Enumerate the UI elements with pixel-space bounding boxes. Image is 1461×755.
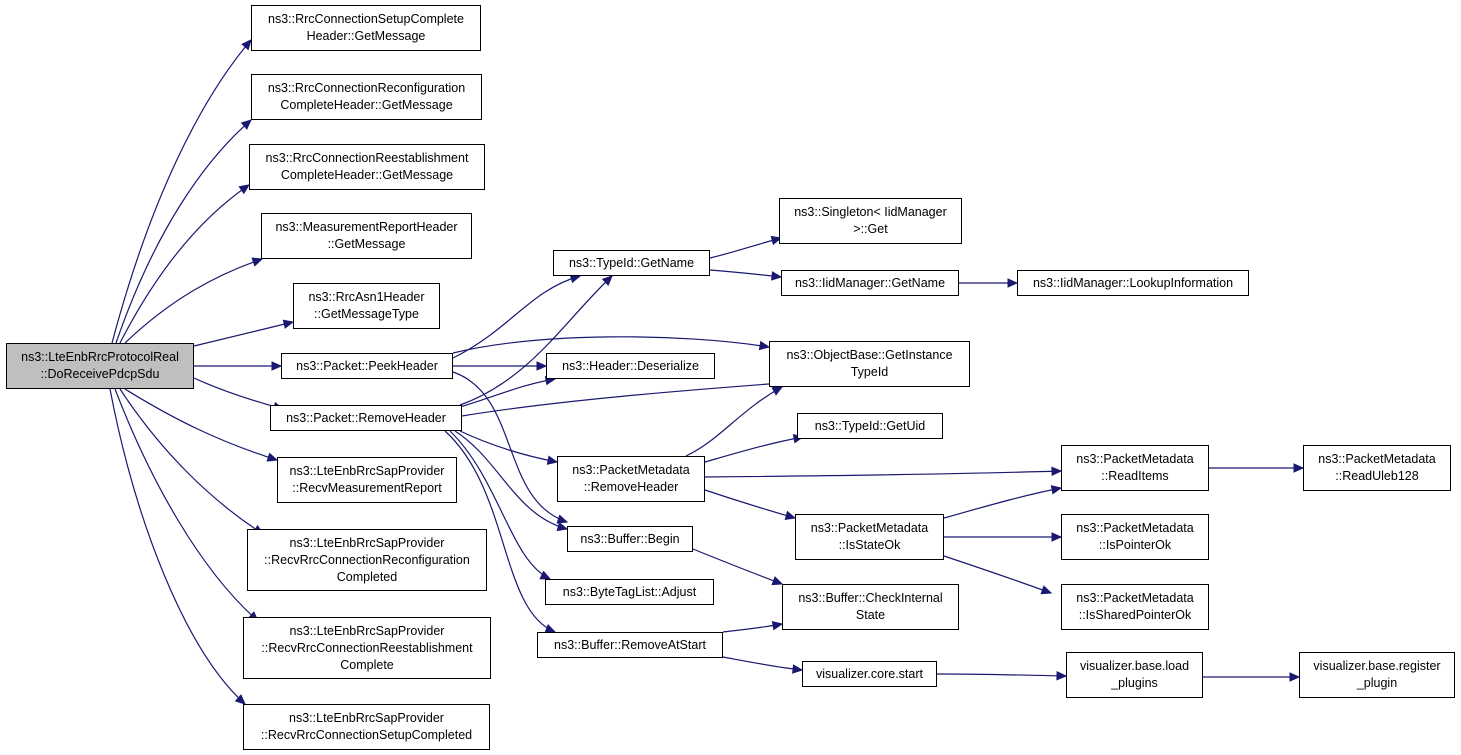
node-sap-recvreestcomplete[interactable]: ns3::LteEnbRrcSapProvider ::RecvRrcConne… bbox=[243, 617, 491, 679]
edge-buffer-begin-to-checkinternal bbox=[692, 548, 783, 585]
arrowhead-root-to-sap-setup bbox=[234, 694, 246, 705]
arrowhead-removeheader-to-typeid-getname bbox=[601, 275, 613, 286]
arrowhead-removeheader-to-buffer-begin bbox=[556, 521, 569, 532]
node-typeid-getuid[interactable]: ns3::TypeId::GetUid bbox=[797, 413, 943, 439]
edge-root-to-measurement-report bbox=[124, 258, 263, 344]
node-packetmetadata-issharedpointerok[interactable]: ns3::PacketMetadata ::IsSharedPointerOk bbox=[1061, 584, 1209, 630]
edge-root-to-sap-setup bbox=[109, 388, 246, 705]
arrowhead-removeatstart-to-viz-core-start bbox=[792, 664, 804, 674]
edge-root-to-rrc-reconf-complete bbox=[115, 119, 252, 344]
node-visualizer-base-register-plugin[interactable]: visualizer.base.register _plugin bbox=[1299, 652, 1455, 698]
edge-root-to-sap-reest bbox=[114, 388, 259, 622]
node-packetmetadata-ispointerok[interactable]: ns3::PacketMetadata ::IsPointerOk bbox=[1061, 514, 1209, 560]
edge-removeheader-to-header-deserialize bbox=[459, 378, 556, 408]
edge-pm-removeheader-to-objectbase bbox=[685, 386, 783, 457]
arrowhead-isstateok-to-ispointerok bbox=[1051, 532, 1063, 542]
arrowhead-root-to-rrc-setup-complete bbox=[241, 39, 252, 51]
node-rrc-reest-complete-getmessage[interactable]: ns3::RrcConnectionReestablishment Comple… bbox=[249, 144, 485, 190]
arrowhead-root-to-packet-peekheader bbox=[271, 361, 283, 371]
node-buffer-removeatstart[interactable]: ns3::Buffer::RemoveAtStart bbox=[537, 632, 723, 658]
arrowhead-peekheader-to-objectbase bbox=[758, 340, 771, 351]
edge-removeheader-to-buffer-removeatstart bbox=[444, 430, 556, 633]
edge-typeid-getname-to-singleton-get bbox=[709, 237, 782, 259]
arrowhead-readitems-to-readuleb128 bbox=[1293, 463, 1305, 473]
edge-typeid-getname-to-iid-getname bbox=[709, 269, 782, 278]
node-iidmanager-getname[interactable]: ns3::IidManager::GetName bbox=[781, 270, 959, 296]
arrowhead-root-to-measurement-report bbox=[251, 257, 264, 267]
arrowhead-typeid-getname-to-iid-getname bbox=[771, 271, 783, 281]
arrowhead-isstateok-to-issharedpointerok bbox=[1040, 585, 1053, 595]
edge-root-to-rrc-setup-complete bbox=[111, 39, 252, 344]
arrowhead-root-to-asn1-msgtype bbox=[282, 319, 295, 329]
node-bytetaglist-adjust[interactable]: ns3::ByteTagList::Adjust bbox=[545, 579, 714, 605]
edge-isstateok-to-issharedpointerok bbox=[943, 555, 1052, 594]
arrowhead-removeatstart-to-checkinternal bbox=[771, 621, 784, 631]
edge-root-to-sap-meas bbox=[124, 388, 278, 461]
node-iidmanager-lookupinformation[interactable]: ns3::IidManager::LookupInformation bbox=[1017, 270, 1249, 296]
edge-removeheader-to-pm-removeheader bbox=[459, 430, 558, 463]
arrowhead-pm-removeheader-to-isstateok bbox=[784, 510, 797, 520]
arrowhead-removeheader-to-bytetaglist-adjust bbox=[539, 570, 552, 580]
edge-peekheader-to-objectbase bbox=[452, 336, 770, 354]
node-measurement-report-getmessage[interactable]: ns3::MeasurementReportHeader ::GetMessag… bbox=[261, 213, 472, 259]
node-visualizer-base-load-plugins[interactable]: visualizer.base.load _plugins bbox=[1066, 652, 1203, 698]
edge-pm-removeheader-to-typeid-getuid bbox=[704, 436, 804, 463]
arrowhead-peekheader-to-header-deserialize bbox=[536, 361, 548, 371]
edge-root-to-sap-reconf bbox=[119, 388, 264, 535]
edge-pm-removeheader-to-isstateok bbox=[704, 489, 796, 519]
edge-peekheader-to-typeid-getname bbox=[452, 275, 581, 359]
node-buffer-begin[interactable]: ns3::Buffer::Begin bbox=[567, 526, 693, 552]
arrowhead-root-to-rrc-reconf-complete bbox=[240, 119, 252, 130]
edge-removeatstart-to-viz-core-start bbox=[722, 656, 803, 671]
edge-removeheader-to-buffer-begin bbox=[454, 430, 568, 530]
node-packetmetadata-readitems[interactable]: ns3::PacketMetadata ::ReadItems bbox=[1061, 445, 1209, 491]
arrowhead-pm-removeheader-to-readitems bbox=[1051, 466, 1063, 477]
node-packetmetadata-removeheader[interactable]: ns3::PacketMetadata ::RemoveHeader bbox=[557, 456, 705, 502]
node-singleton-iidmanager-get[interactable]: ns3::Singleton< IidManager >::Get bbox=[779, 198, 962, 244]
node-packet-peekheader[interactable]: ns3::Packet::PeekHeader bbox=[281, 353, 453, 379]
edge-pm-removeheader-to-readitems bbox=[704, 470, 1062, 478]
arrowhead-typeid-getname-to-singleton-get bbox=[770, 235, 783, 246]
node-rrc-reconf-complete-getmessage[interactable]: ns3::RrcConnectionReconfiguration Comple… bbox=[251, 74, 482, 120]
node-buffer-checkinternalstate[interactable]: ns3::Buffer::CheckInternal State bbox=[782, 584, 959, 630]
arrowhead-isstateok-to-readitems bbox=[1050, 485, 1063, 495]
node-sap-recvmeasurementreport[interactable]: ns3::LteEnbRrcSapProvider ::RecvMeasurem… bbox=[277, 457, 457, 503]
arrowhead-viz-core-start-to-load-plugins bbox=[1056, 671, 1068, 681]
node-sap-recvreconfcompleted[interactable]: ns3::LteEnbRrcSapProvider ::RecvRrcConne… bbox=[247, 529, 487, 591]
node-root-doreceivepdcpsdu[interactable]: ns3::LteEnbRrcProtocolReal ::DoReceivePd… bbox=[6, 343, 194, 389]
edge-peekheader-to-buffer-begin bbox=[452, 371, 568, 523]
node-typeid-getname[interactable]: ns3::TypeId::GetName bbox=[553, 250, 710, 276]
edge-viz-core-start-to-load-plugins bbox=[936, 673, 1067, 677]
arrowhead-peekheader-to-buffer-begin bbox=[556, 514, 569, 524]
arrowhead-root-to-sap-meas bbox=[266, 452, 279, 462]
arrowhead-pm-removeheader-to-objectbase bbox=[771, 386, 784, 396]
edge-root-to-rrc-reest-complete bbox=[119, 184, 250, 344]
node-packet-removeheader[interactable]: ns3::Packet::RemoveHeader bbox=[270, 405, 462, 431]
edge-isstateok-to-readitems bbox=[943, 487, 1062, 519]
edge-removeheader-to-objectbase bbox=[461, 382, 783, 417]
arrowhead-load-plugins-to-register-plugin bbox=[1289, 672, 1301, 682]
node-asn1-getmessagetype[interactable]: ns3::RrcAsn1Header ::GetMessageType bbox=[293, 283, 440, 329]
edge-removeheader-to-bytetaglist-adjust bbox=[449, 430, 551, 580]
edge-root-to-asn1-msgtype bbox=[193, 321, 294, 347]
node-packetmetadata-isstateok[interactable]: ns3::PacketMetadata ::IsStateOk bbox=[795, 514, 944, 560]
arrowhead-buffer-begin-to-checkinternal bbox=[771, 576, 784, 586]
node-packetmetadata-readuleb128[interactable]: ns3::PacketMetadata ::ReadUleb128 bbox=[1303, 445, 1451, 491]
edge-removeheader-to-typeid-getname bbox=[459, 275, 613, 406]
node-rrc-setup-complete-getmessage[interactable]: ns3::RrcConnectionSetupComplete Header::… bbox=[251, 5, 481, 51]
node-sap-recvsetupcompleted[interactable]: ns3::LteEnbRrcSapProvider ::RecvRrcConne… bbox=[243, 704, 490, 750]
node-objectbase-getinstancetypeid[interactable]: ns3::ObjectBase::GetInstance TypeId bbox=[769, 341, 970, 387]
arrowhead-iid-getname-to-iid-lookup bbox=[1007, 278, 1019, 288]
arrowhead-root-to-rrc-reest-complete bbox=[238, 184, 251, 195]
node-visualizer-core-start[interactable]: visualizer.core.start bbox=[802, 661, 937, 687]
node-header-deserialize[interactable]: ns3::Header::Deserialize bbox=[546, 353, 715, 379]
arrowhead-removeheader-to-pm-removeheader bbox=[546, 455, 559, 465]
